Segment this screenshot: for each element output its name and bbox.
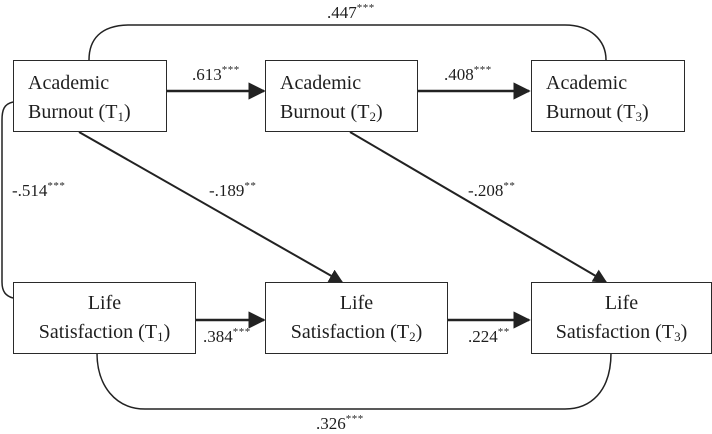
coef-ab1-ls2: -.189** xyxy=(209,180,257,200)
node-academic-burnout-t2: Academic Burnout (T2) xyxy=(265,60,418,132)
node-life-satisfaction-t3: Life Satisfaction (T3) xyxy=(531,282,712,354)
path-ab2-ls3 xyxy=(349,131,608,283)
node-label-line1: Academic xyxy=(280,72,362,94)
node-label-line2: Satisfaction (T3) xyxy=(555,321,688,344)
node-life-satisfaction-t1: Life Satisfaction (T1) xyxy=(13,282,196,354)
path-ls1-ls3 xyxy=(96,352,612,410)
node-label-line2: Satisfaction (T2) xyxy=(290,321,423,344)
node-label-line1: Academic xyxy=(28,72,110,94)
node-life-satisfaction-t2: Life Satisfaction (T2) xyxy=(265,282,448,354)
node-label-line2: Satisfaction (T1) xyxy=(38,321,171,344)
coef-ab2-ab3: .408*** xyxy=(444,64,492,84)
coef-ab1-ab2: .613*** xyxy=(192,64,240,84)
node-label-line1: Life xyxy=(339,292,374,314)
coef-ls2-ls3: .224** xyxy=(468,326,510,346)
node-label-line2: Burnout (T1) xyxy=(28,101,131,124)
path-ab1-ls1 xyxy=(1,101,14,299)
coef-ab1-ab3: .447*** xyxy=(327,2,375,22)
node-label-line1: Life xyxy=(604,292,639,314)
path-ab1-ls2 xyxy=(78,131,344,283)
coef-ab1-ls1: -.514*** xyxy=(12,180,66,200)
path-ab1-ab3 xyxy=(88,24,607,61)
coef-ab2-ls3: -.208** xyxy=(468,180,516,200)
node-academic-burnout-t3: Academic Burnout (T3) xyxy=(531,60,685,132)
coef-ls1-ls2: .384*** xyxy=(203,326,251,346)
node-label-line2: Burnout (T3) xyxy=(546,101,649,124)
node-label-line1: Life xyxy=(87,292,122,314)
node-label-line1: Academic xyxy=(546,72,628,94)
node-academic-burnout-t1: Academic Burnout (T1) xyxy=(13,60,167,132)
node-label-line2: Burnout (T2) xyxy=(280,101,383,124)
coef-ls1-ls3: .326*** xyxy=(316,413,364,433)
